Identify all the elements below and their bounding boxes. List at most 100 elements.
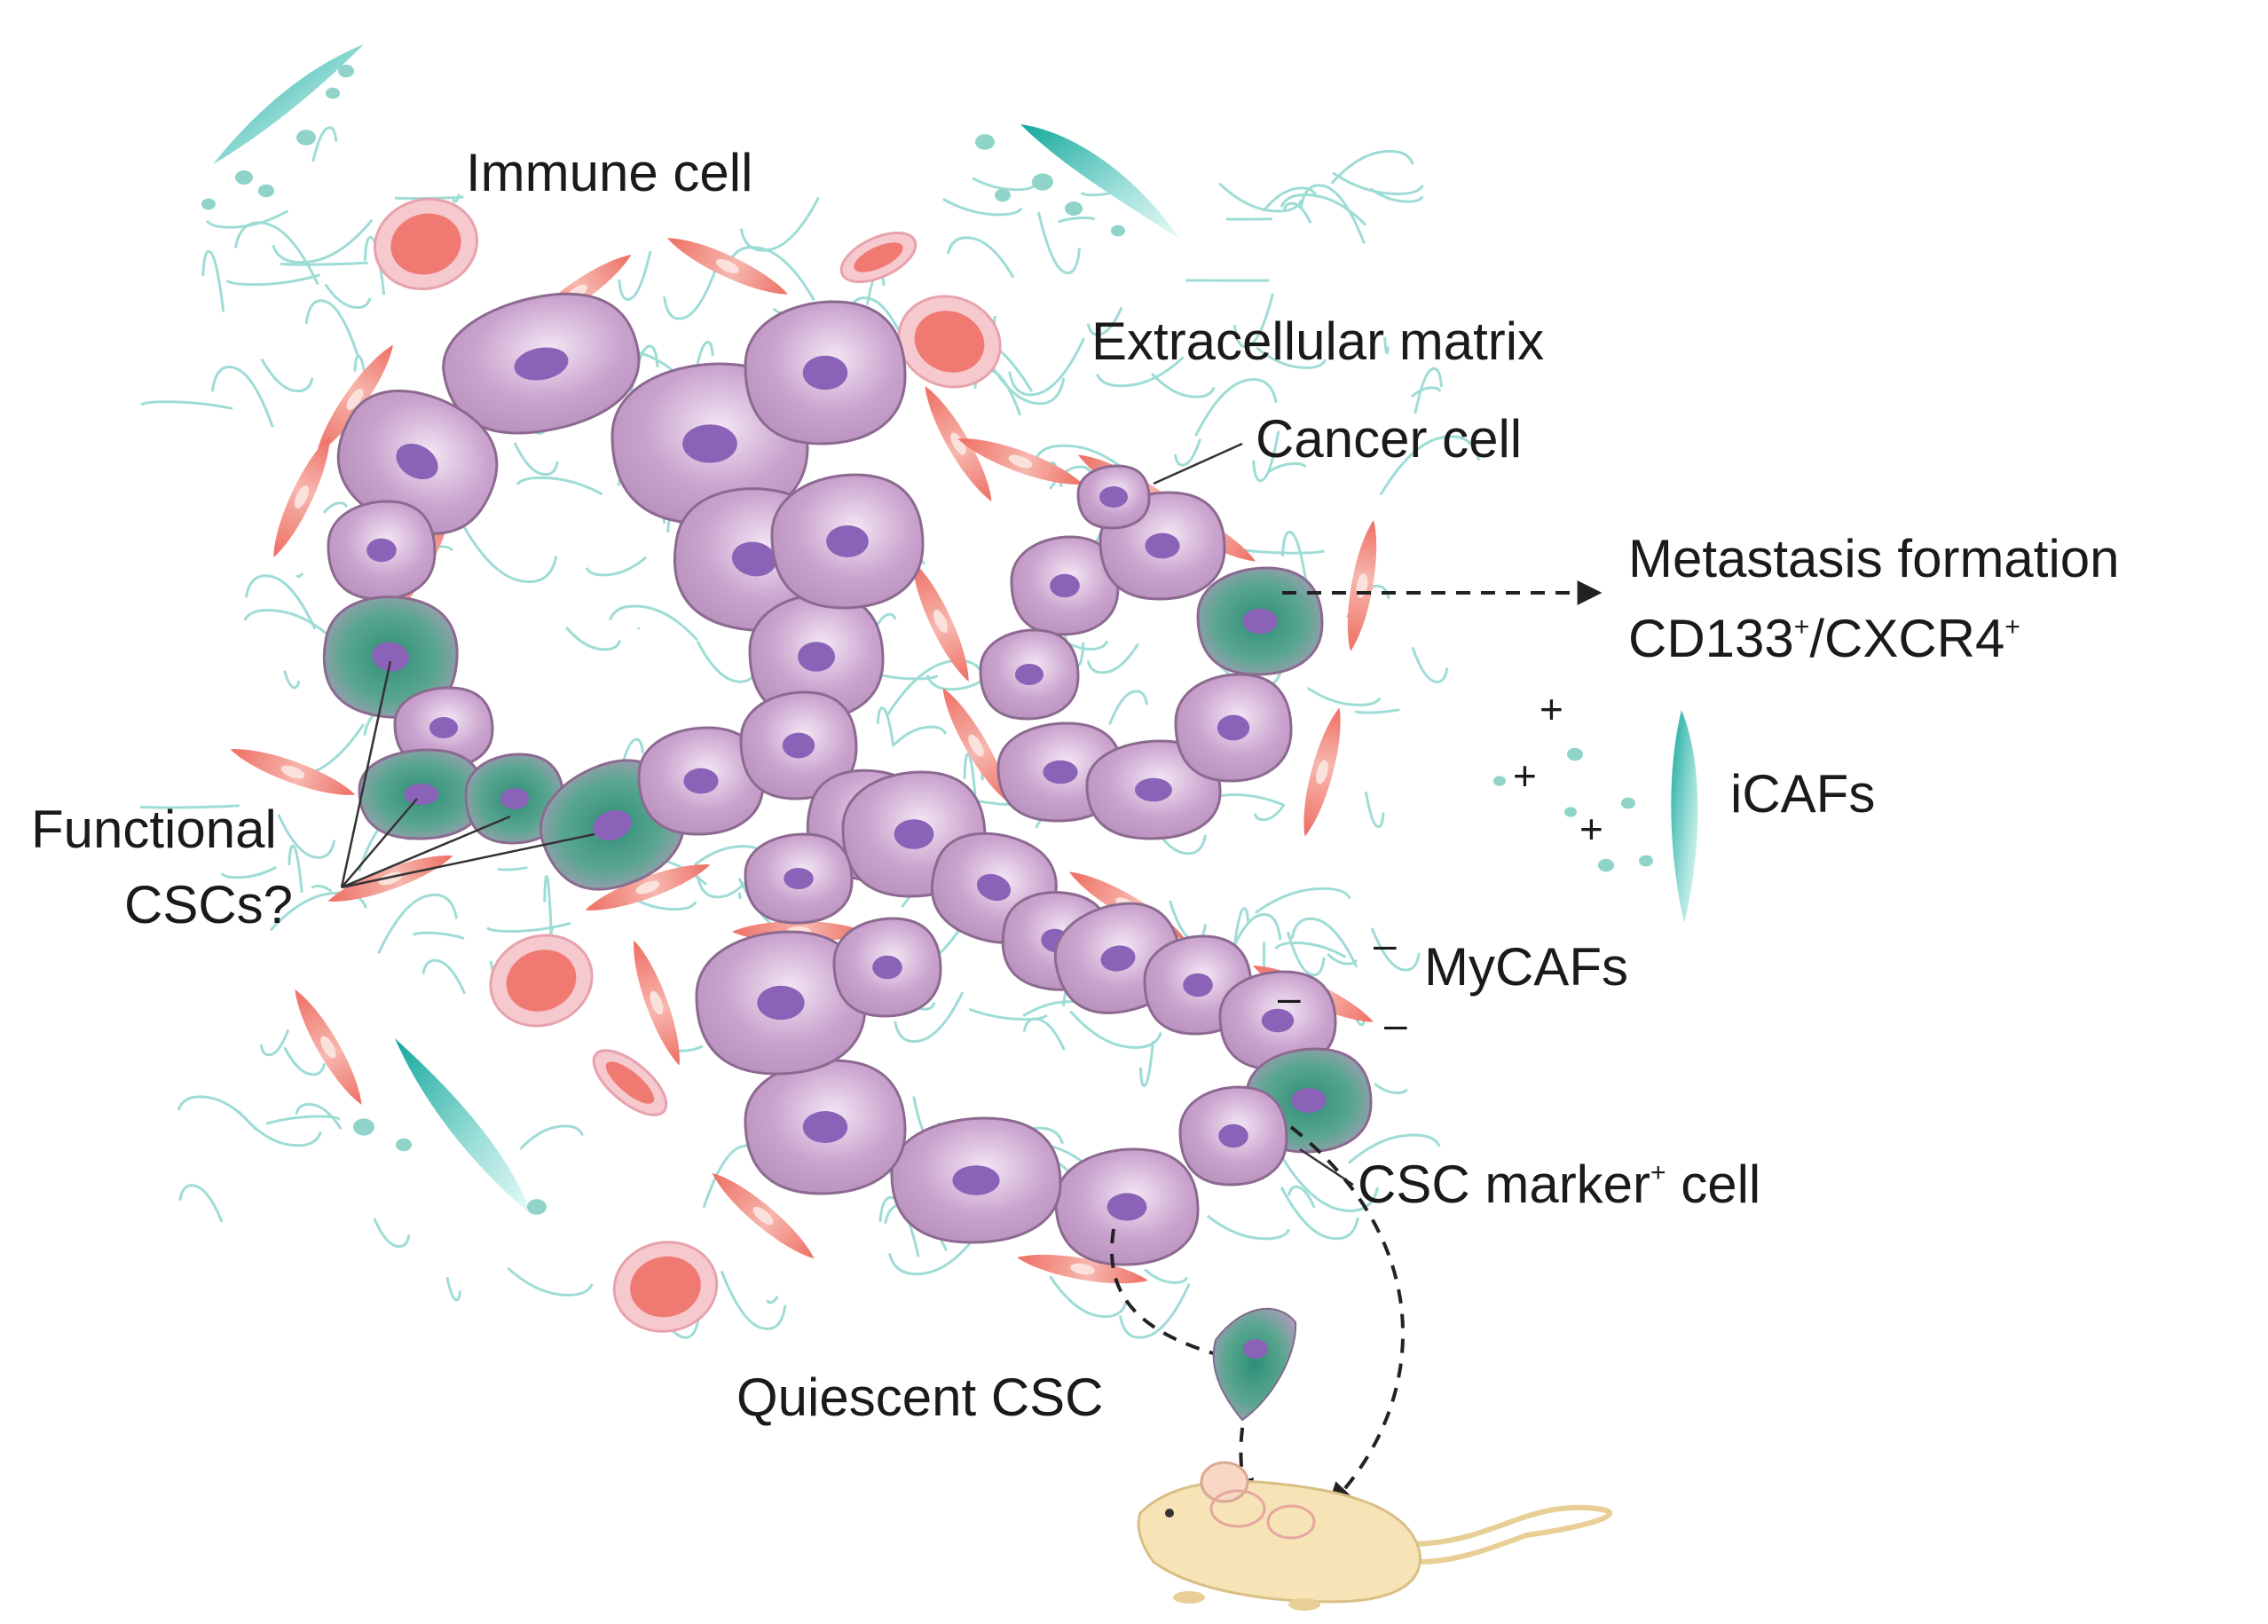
matrix-fiber [322,501,348,514]
functional-csc-pointer [341,832,595,889]
mycaf-cell [1303,707,1341,837]
icaf-cells [213,44,1698,1216]
matrix-fiber [618,737,645,774]
matrix-fiber [394,195,464,201]
matrix-fiber [720,1270,787,1330]
immune-cell [897,295,1002,389]
matrix-fiber [766,1295,779,1305]
matrix-fiber [1232,293,1274,349]
matrix-fiber [1218,182,1303,213]
matrix-fiber [1233,907,1250,944]
cd133-sup: + [1794,612,1810,642]
cytokine-particle [1639,855,1653,867]
matrix-fiber [1173,438,1202,467]
quiescent-csc-cell [1212,1307,1297,1422]
matrix-fiber [486,921,571,933]
csc-marker-label: CSC marker+ cell [1358,1155,1760,1214]
cxcr4-text: /CXCR4 [1809,609,2004,668]
functional-label-line2: CSCs? [124,875,293,934]
cytokine-particle [353,1118,374,1136]
matrix-fiber [178,1184,224,1223]
matrix-fiber [1274,941,1347,959]
cancer-cell [1010,535,1120,636]
matrix-fiber [1262,186,1319,212]
cancer-cell [695,930,867,1076]
matrix-fiber [205,209,288,229]
cancer-cell-glands [322,292,1373,1266]
matrix-fiber [1151,373,1216,398]
matrix-fiber [1354,708,1400,714]
cancer-cell [1174,673,1293,783]
mycafs-label: MyCAFs [1424,937,1628,997]
icaf-cell [213,44,364,164]
matrix-fiber [1022,1017,1066,1051]
matrix-fiber [875,612,897,627]
mouse-ear [1200,1461,1249,1503]
mouse-eye [1165,1509,1174,1518]
cytokine-particle [235,170,253,185]
matrix-fiber [968,1007,1048,1021]
matrix-fiber [283,1046,327,1076]
cytokine-particle [975,134,995,150]
matrix-fiber [445,1277,462,1302]
matrix-fiber [1254,887,1351,914]
plus-sign: + [1513,753,1537,799]
matrix-fiber [888,1222,987,1276]
csc-marker-to-mouse-arrow [1289,1125,1406,1509]
cd133-text: CD133 [1628,609,1794,668]
immune-cells [374,197,1002,1333]
matrix-fiber [1253,803,1286,822]
cytokine-particle [1567,747,1583,761]
matrix-fiber [220,865,277,879]
matrix-fiber [585,556,648,577]
matrix-fiber [1206,1214,1291,1241]
matrix-fiber [259,1029,290,1057]
matrix-fiber [140,400,233,410]
csc-marker-cell [1196,566,1324,676]
csc-marker-pointer [1299,1147,1354,1186]
cytokine-particle [296,130,316,146]
matrix-fiber [1411,646,1449,683]
icaf-cell [1020,124,1180,240]
cytokine-particles [201,64,1653,1215]
mycaf-cell [712,1172,815,1259]
matrix-fiber [238,1110,322,1147]
mycaf-cell [230,749,356,795]
functional-csc-pointer [340,660,392,888]
cancer-cell [1076,464,1151,530]
matrix-fiber [373,1218,411,1249]
functional-label-line1: Functional [31,800,277,859]
mouse-tumor [1266,1504,1316,1540]
matrix-fiber [1252,430,1280,483]
immune-cell [592,1049,668,1116]
matrix-fiber [1118,1283,1191,1339]
immune-cell [612,1241,719,1333]
cytokine-particle [338,64,354,78]
matrix-fiber [1214,793,1284,807]
matrix-fiber [1306,686,1382,706]
matrix-fiber [458,518,558,583]
cytokine-particle [396,1138,412,1152]
matrix-fiber [412,931,465,940]
matrix-fiber [737,892,742,900]
matrix-fiber [280,261,369,266]
cancer-cell [744,1059,907,1195]
csc-marker-cell [322,595,459,719]
cytokine-particle [326,87,340,99]
mycaf-cell [295,989,362,1105]
cytokine-particle [1032,173,1053,191]
matrix-fiber [1108,690,1149,725]
matrix-fiber [516,476,603,496]
matrix-fiber [1374,1083,1408,1095]
matrix-fiber [739,196,820,252]
matrix-fiber [972,177,1036,192]
cytokine-particle [1111,225,1125,237]
matrix-fiber [693,341,714,377]
matrix-fiber [1035,444,1135,479]
mycaf-cell [1017,1254,1148,1284]
cancer-cell [832,917,942,1018]
cytokine-particle [1621,797,1635,809]
matrix-fiber [663,264,719,320]
cancer-cell [1085,739,1222,840]
matrix-fiber [1086,643,1139,674]
